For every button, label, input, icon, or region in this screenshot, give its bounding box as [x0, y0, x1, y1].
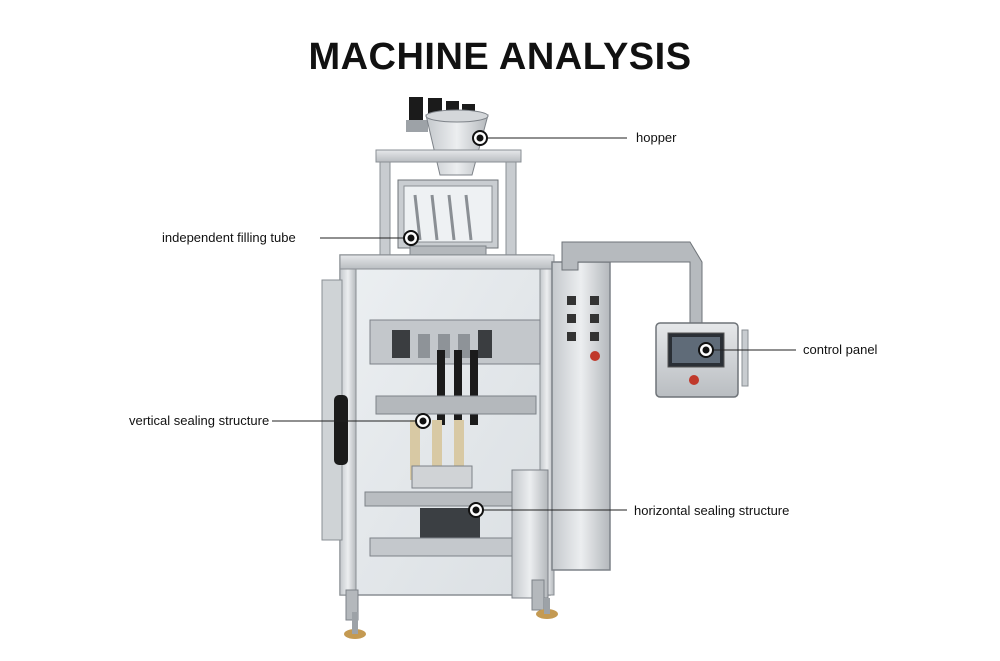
control-panel-label: control panel — [803, 342, 878, 357]
vertical-sealing-label: vertical sealing structure — [129, 413, 270, 428]
filling-tube-label: independent filling tube — [162, 230, 296, 245]
side-cabinet — [551, 261, 611, 571]
legs — [344, 579, 558, 639]
page-title: MACHINE ANALYSIS — [308, 36, 692, 78]
hopper-cone — [425, 114, 489, 176]
horizontal-sealing-label: horizontal sealing structure — [634, 503, 790, 518]
hopper-label: hopper — [636, 130, 677, 145]
control-panel-box — [655, 322, 749, 398]
filling-box — [397, 179, 499, 259]
